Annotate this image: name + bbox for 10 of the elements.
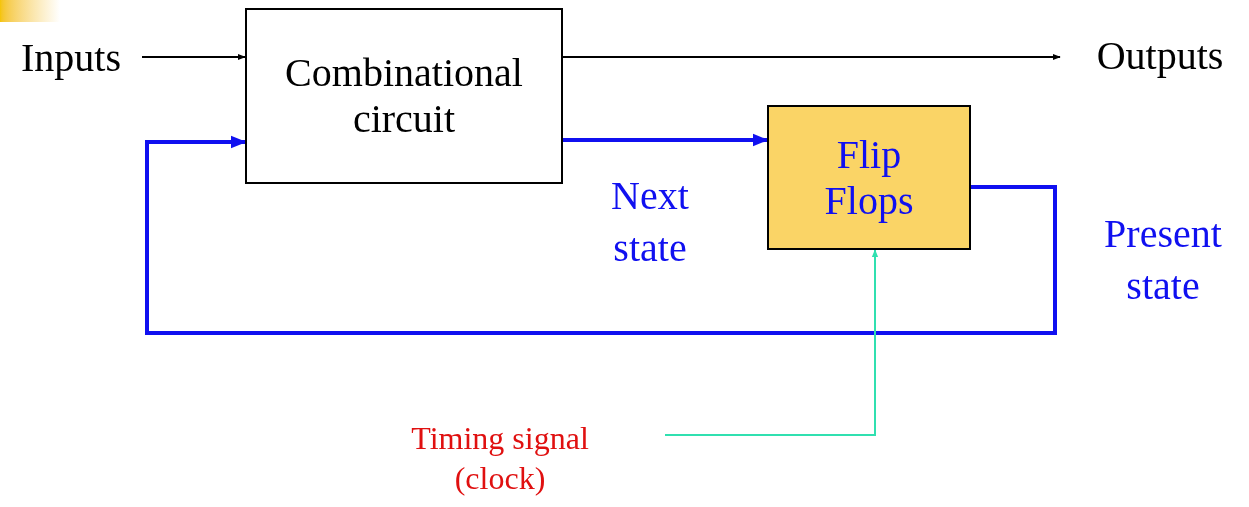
arrow [563, 133, 769, 147]
arrow [664, 249, 879, 436]
input-label: Inputs [8, 32, 134, 84]
signal-label: Timing signal (clock) [380, 412, 620, 504]
process-box: Combinational circuit [245, 8, 563, 184]
output-label: Outputs [1080, 30, 1240, 82]
arrow [141, 53, 246, 61]
process-box: Flip Flops [767, 105, 971, 250]
arrow [145, 135, 1057, 335]
arrow [562, 53, 1061, 61]
